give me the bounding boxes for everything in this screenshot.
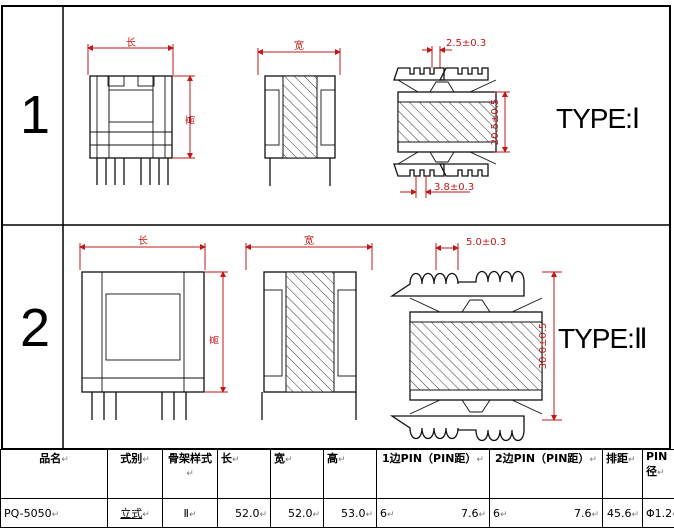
bottom-view-1: 2.5±0.3 20.5±0.5 3.8±0.3 xyxy=(393,38,510,198)
cell-frame: Ⅱ↵ xyxy=(162,498,218,528)
cell-width: 52.0↵ xyxy=(270,498,324,528)
cell-side2: 6↵7.6↵ xyxy=(489,498,603,528)
dim-pin-width-1: 2.5±0.3 xyxy=(446,38,486,49)
table-row: PQ-5050↵ 立式↵ Ⅱ↵ 52.0↵ 52.0↵ 53.0↵ 6↵7.6↵… xyxy=(0,498,674,528)
header-row-spacing: 排距↵ xyxy=(602,449,643,499)
dim-body-2: 30.0±0.5 xyxy=(538,323,549,370)
header-pin-dia: PIN径↵ xyxy=(642,449,674,499)
cell-side1: 6↵7.6↵ xyxy=(376,498,490,528)
front-view-2: 长 高 xyxy=(79,235,228,420)
spec-table: 品名↵ 式别↵ 骨架样式↵ 长↵ 宽↵ 高↵ 1边PIN（PIN距）↵ 2边PI… xyxy=(0,449,674,528)
row-number-1: 1 xyxy=(20,85,50,145)
cell-height: 53.0↵ xyxy=(323,498,377,528)
type-prefix-2: TYPE: xyxy=(558,323,634,354)
side-view-2: 宽 xyxy=(245,234,373,420)
cell-row-spacing: 45.6↵ xyxy=(602,498,643,528)
length-label-2: 长 xyxy=(138,235,148,247)
side-view-1: 宽 xyxy=(257,39,341,186)
header-frame: 骨架样式↵ xyxy=(162,449,218,499)
type-label-1: TYPE:Ⅰ xyxy=(556,103,639,135)
type-numeral-1: Ⅰ xyxy=(632,104,639,135)
header-style: 式别↵ xyxy=(107,449,163,499)
type-numeral-2: Ⅱ xyxy=(634,324,647,355)
header-width: 宽↵ xyxy=(270,449,324,499)
dim-pin-pitch-1: 3.8±0.3 xyxy=(434,182,474,193)
width-label-2: 宽 xyxy=(304,234,314,247)
header-name: 品名↵ xyxy=(0,449,108,499)
table-header-row: 品名↵ 式别↵ 骨架样式↵ 长↵ 宽↵ 高↵ 1边PIN（PIN距）↵ 2边PI… xyxy=(0,449,674,499)
cell-style: 立式↵ xyxy=(107,498,163,528)
bottom-view-2: 5.0±0.3 30.0±0.5 xyxy=(389,237,562,442)
type-label-2: TYPE:Ⅱ xyxy=(558,323,647,355)
height-label-1: 高 xyxy=(184,115,197,125)
cell-length: 52.0↵ xyxy=(217,498,271,528)
header-length: 长↵ xyxy=(217,449,271,499)
header-side2-pin: 2边PIN（PIN距）↵ xyxy=(489,449,603,499)
cell-pin-dia: Φ1.2↵ xyxy=(642,498,674,528)
header-height: 高↵ xyxy=(323,449,377,499)
dim-pin-width-2: 5.0±0.3 xyxy=(466,237,506,248)
height-label-2: 高 xyxy=(208,335,221,345)
dim-body-1: 20.5±0.5 xyxy=(490,99,501,146)
front-view-1: 长 高 xyxy=(87,37,197,185)
cell-name: PQ-5050↵ xyxy=(0,498,108,528)
header-side1-pin: 1边PIN（PIN距）↵ xyxy=(376,449,490,499)
width-label-1: 宽 xyxy=(294,39,304,52)
row-number-2: 2 xyxy=(20,298,50,358)
type-prefix-1: TYPE: xyxy=(556,103,632,134)
length-label-1: 长 xyxy=(126,37,136,49)
